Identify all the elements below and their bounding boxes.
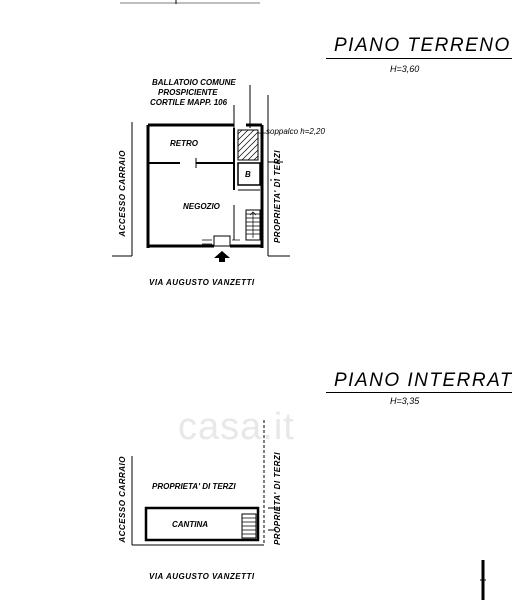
balcony-label-1: BALLATOIO COMUNE [152, 78, 236, 87]
soppalco-label: soppalco h=2,20 [266, 127, 325, 136]
basement-right-side-label: PROPRIETA' DI TERZI [273, 452, 282, 546]
basement-title-underline [326, 392, 512, 393]
ground-right-side-label: PROPRIETA' DI TERZI [273, 150, 282, 244]
watermark-logo: casa.it [178, 406, 295, 449]
basement-title: PIANO INTERRATO [334, 370, 512, 391]
ground-floor-title: PIANO TERRENO [334, 35, 511, 56]
room-cantina-label: CANTINA [172, 520, 208, 529]
room-b-label: B [245, 170, 251, 179]
balcony-label-2: PROSPICIENTE [158, 88, 218, 97]
balcony-label-3: CORTILE MAPP. 106 [150, 98, 228, 107]
ground-floor-height: H=3,60 [390, 64, 420, 74]
room-negozio-label: NEGOZIO [183, 202, 220, 211]
basement-top-area-label: PROPRIETA' DI TERZI [152, 482, 236, 491]
ground-left-side-label: ACCESSO CARRAIO [118, 150, 127, 237]
basement-height: H=3,35 [390, 396, 420, 406]
ground-floor-title-underline [326, 58, 512, 59]
basement-street-label: VIA AUGUSTO VANZETTI [149, 572, 255, 581]
basement-left-side-label: ACCESSO CARRAIO [118, 456, 127, 543]
watermark-text: casa.it [178, 406, 295, 448]
ground-street-label: VIA AUGUSTO VANZETTI [149, 278, 255, 287]
room-retro-label: RETRO [170, 139, 198, 148]
